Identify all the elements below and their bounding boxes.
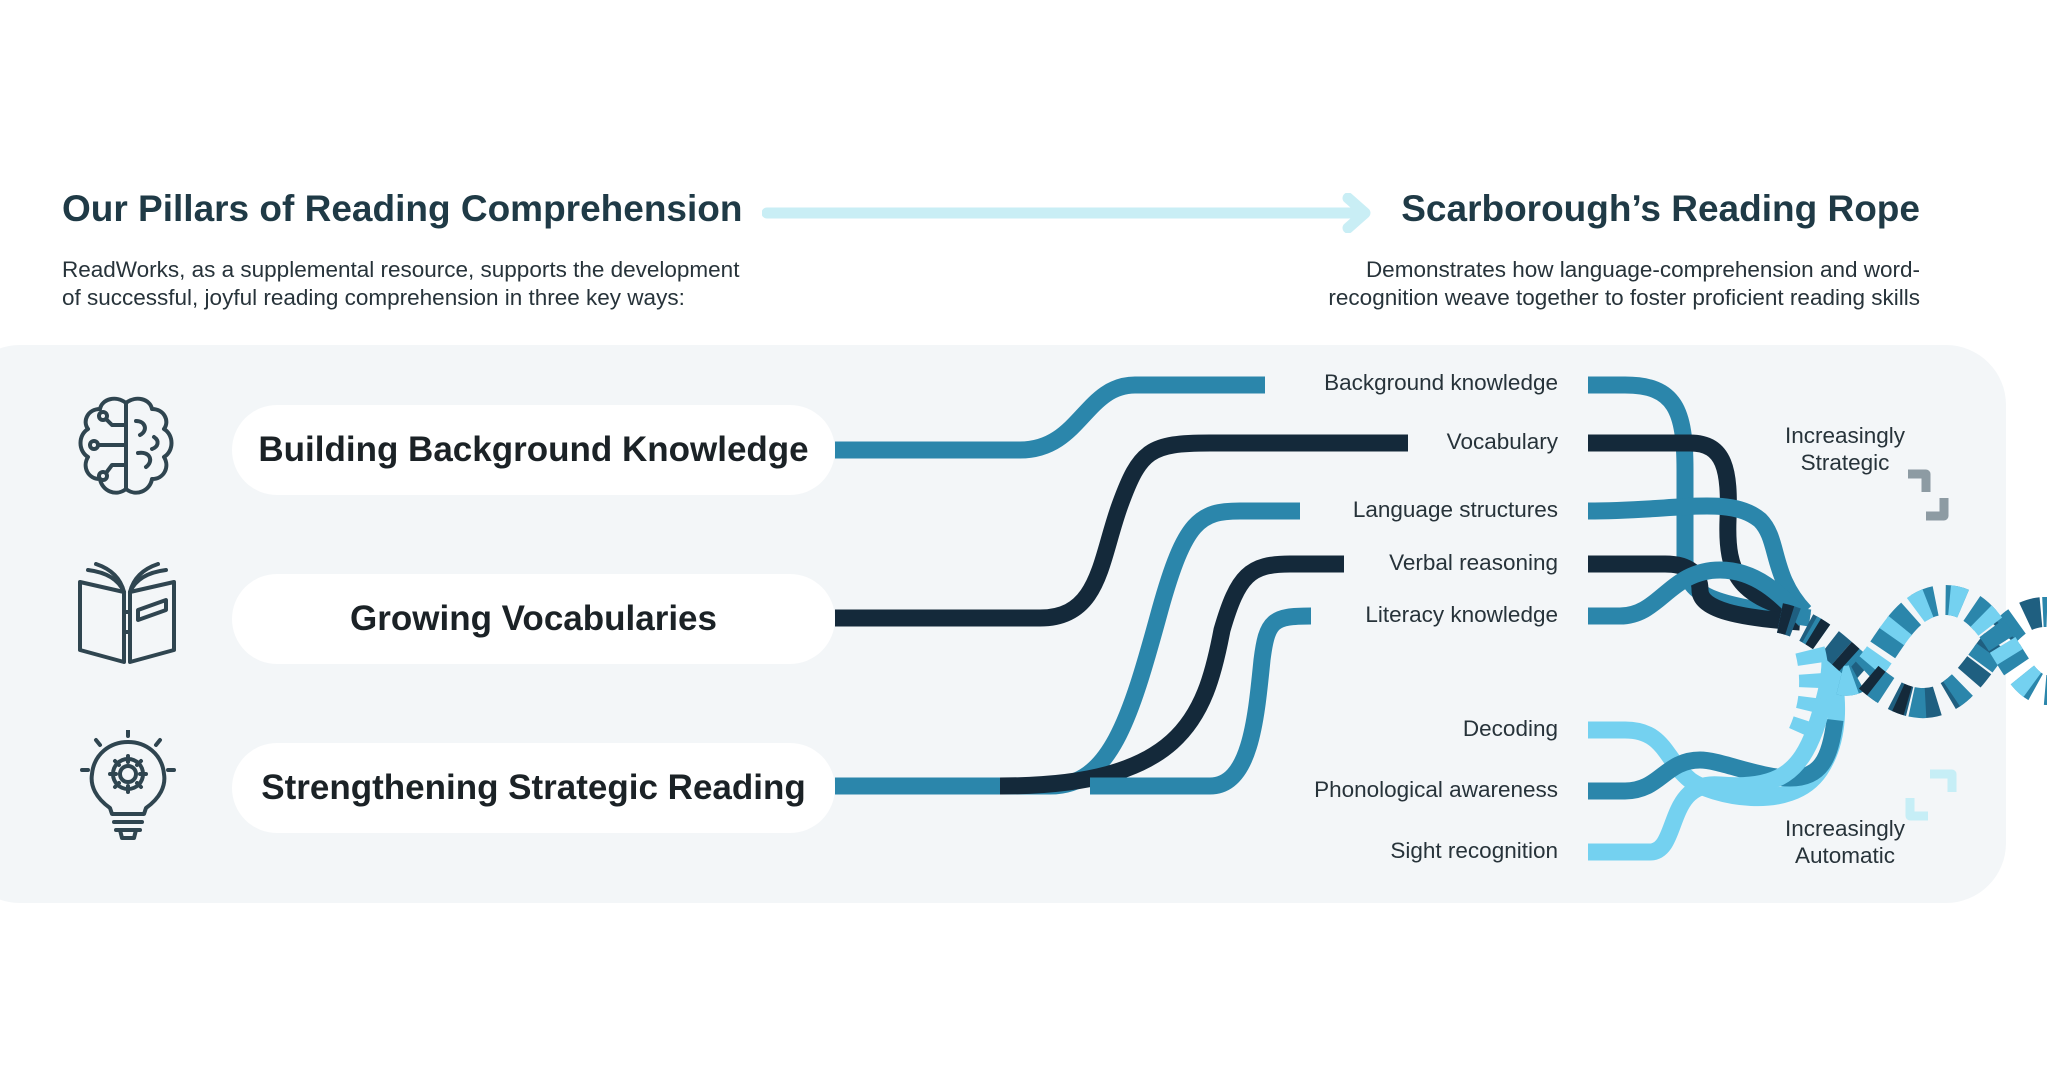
left-subtitle: ReadWorks, as a supplemental resource, s… bbox=[62, 256, 802, 312]
strand-phonological-awareness bbox=[1588, 718, 1844, 800]
strand-label-background-knowledge: Background knowledge bbox=[1324, 370, 1558, 395]
lightbulb-gear-icon bbox=[80, 730, 176, 840]
right-subtitle-line-1: Demonstrates how language-comprehension … bbox=[1365, 257, 1920, 282]
strand-label-sight-recognition: Sight recognition bbox=[1390, 838, 1558, 863]
strategic-bracket-icon bbox=[1908, 469, 1949, 521]
strand-pillar-vocabulary bbox=[835, 434, 1408, 627]
left-subtitle-line-1: ReadWorks, as a supplemental resource, s… bbox=[62, 257, 740, 282]
strand-label-vocabulary: Vocabulary bbox=[1446, 429, 1558, 454]
right-title: Scarborough’s Reading Rope bbox=[1401, 188, 1920, 229]
pillar-growing-vocabularies: Growing Vocabularies bbox=[232, 574, 835, 664]
strand-pillar-background-knowledge bbox=[835, 376, 1265, 459]
note-line: Automatic bbox=[1794, 843, 1896, 868]
strand-language-structures bbox=[1587, 497, 1812, 618]
strand-pillar-verbal-reasoning bbox=[999, 555, 1344, 795]
pillar-label: Strengthening Strategic Reading bbox=[261, 768, 806, 807]
left-title: Our Pillars of Reading Comprehension bbox=[62, 188, 743, 229]
strand-literacy-knowledge bbox=[1588, 561, 1812, 627]
brain-icon bbox=[78, 396, 174, 495]
left-subtitle-line-2: of successful, joyful reading comprehens… bbox=[62, 285, 685, 310]
increasingly-strategic-note: Increasingly Strategic bbox=[1750, 422, 1940, 476]
right-subtitle-line-2: recognition weave together to foster pro… bbox=[1328, 285, 1920, 310]
braided-rope bbox=[1776, 585, 2047, 747]
open-book-icon bbox=[78, 562, 176, 664]
strand-verbal-reasoning bbox=[1588, 555, 1801, 631]
note-line: Increasingly bbox=[1784, 423, 1906, 448]
note-line: Increasingly bbox=[1784, 816, 1906, 841]
strand-pillar-language-structures bbox=[835, 502, 1300, 795]
note-line: Strategic bbox=[1800, 450, 1890, 475]
increasingly-automatic-note: Increasingly Automatic bbox=[1750, 815, 1940, 869]
right-subtitle: Demonstrates how language-comprehension … bbox=[1240, 256, 1920, 312]
automatic-bracket-icon bbox=[1905, 769, 1957, 821]
strand-vocabulary bbox=[1588, 434, 1798, 619]
strand-label-literacy-knowledge: Literacy knowledge bbox=[1365, 602, 1558, 627]
pillar-building-background-knowledge: Building Background Knowledge bbox=[232, 405, 835, 495]
strand-label-language-structures: Language structures bbox=[1352, 497, 1558, 522]
strand-label-phonological-awareness: Phonological awareness bbox=[1314, 777, 1558, 802]
strand-label-verbal-reasoning: Verbal reasoning bbox=[1389, 550, 1558, 575]
strand-label-decoding: Decoding bbox=[1462, 716, 1558, 741]
pillar-strengthening-strategic-reading: Strengthening Strategic Reading bbox=[232, 743, 835, 833]
pillar-label: Growing Vocabularies bbox=[350, 599, 717, 638]
pillar-label: Building Background Knowledge bbox=[258, 430, 809, 469]
right-arrow-icon bbox=[762, 193, 1371, 233]
strand-pillar-literacy-knowledge bbox=[1090, 607, 1312, 795]
